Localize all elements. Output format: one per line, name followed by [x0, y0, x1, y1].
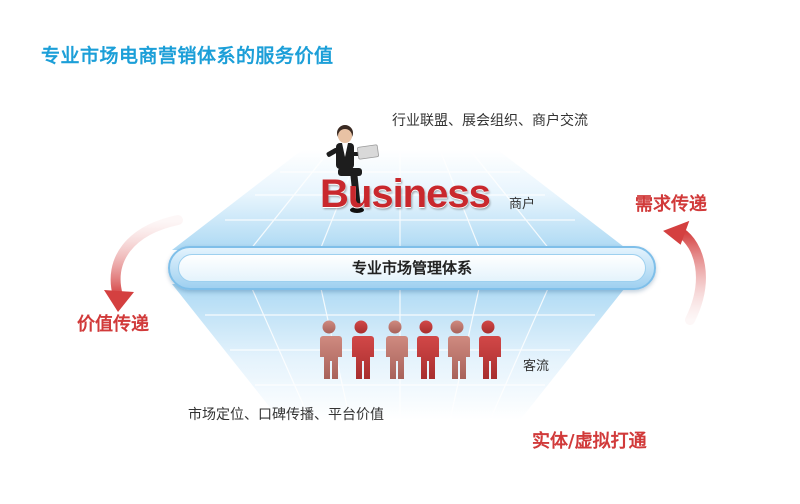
person-icon [351, 320, 374, 379]
page-title: 专业市场电商营销体系的服务价值 [41, 45, 334, 67]
customer-crowd [319, 320, 501, 379]
demand-transfer-label: 需求传递 [635, 194, 707, 215]
person-icon [478, 320, 501, 379]
value-transfer-label: 价值传递 [77, 314, 149, 335]
person-icon [319, 320, 342, 379]
center-management-bar: 专业市场管理体系 [168, 246, 656, 290]
top-note: 行业联盟、展会组织、商户交流 [392, 113, 588, 129]
center-bar-inner [178, 254, 646, 282]
demand-transfer-arrow [663, 220, 706, 325]
bottom-note: 市场定位、口碑传播、平台价值 [188, 407, 384, 423]
person-icon [447, 320, 470, 379]
online-offline-label: 实体/虚拟打通 [532, 431, 647, 452]
business-word: Business [320, 172, 491, 216]
person-icon [385, 320, 408, 379]
businessman-figure [326, 125, 379, 213]
merchant-label: 商户 [509, 197, 536, 212]
person-icon [416, 320, 439, 379]
center-bar-label: 专业市场管理体系 [351, 259, 472, 277]
value-transfer-arrow [104, 215, 183, 312]
traffic-label: 客流 [523, 359, 550, 374]
